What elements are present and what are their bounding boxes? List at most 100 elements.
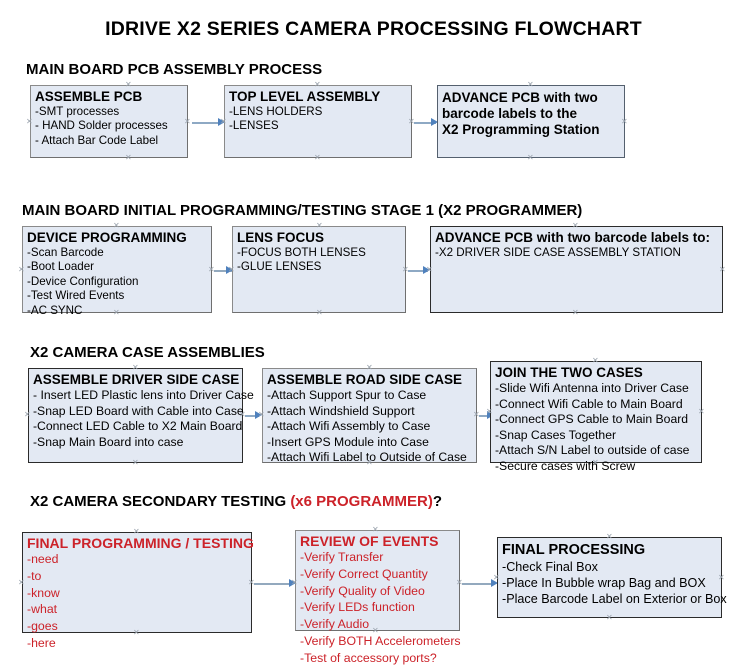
box-line: -Verify Transfer bbox=[300, 550, 384, 564]
box-line: -Place Barcode Label on Exterior or Box bbox=[502, 592, 727, 606]
connector-final-programming-to-review-of-events bbox=[254, 583, 292, 585]
section-heading-tail: ? bbox=[432, 493, 442, 510]
box-line: -Attach Windshield Support bbox=[267, 403, 415, 418]
box-line: -Connect Wifi Cable to Main Board bbox=[495, 396, 683, 411]
connector-driver-case-to-road-case bbox=[245, 415, 259, 417]
handle-tick: ✕ bbox=[291, 578, 298, 587]
box-line: -Attach Support Spur to Case bbox=[267, 388, 427, 402]
box-line: - Insert LED Plastic lens into Driver Ca… bbox=[33, 388, 254, 402]
box-final-programming-testing[interactable]: FINAL PROGRAMMING / TESTING -need -to -k… bbox=[22, 532, 254, 650]
handle-tick: ✕ bbox=[314, 80, 321, 89]
handle-tick: ✕ bbox=[18, 578, 25, 587]
box-title: ADVANCE PCB with two bbox=[442, 90, 598, 105]
handle-tick: ✕ bbox=[408, 117, 415, 126]
box-title: ASSEMBLE PCB bbox=[35, 89, 143, 104]
handle-tick: ✕ bbox=[402, 265, 409, 274]
box-line: -Verify Quality of Video bbox=[300, 583, 425, 598]
connector-arrowhead bbox=[423, 266, 430, 274]
box-title: ASSEMBLE DRIVER SIDE CASE bbox=[33, 372, 240, 387]
connector-device-programming-to-lens-focus bbox=[214, 270, 232, 272]
handle-tick: ✕ bbox=[592, 458, 599, 467]
handle-tick: ✕ bbox=[228, 265, 235, 274]
handle-tick: ✕ bbox=[366, 363, 373, 372]
box-line: -know bbox=[27, 585, 60, 600]
box-line: -Attach Wifi Label to Outside of Case bbox=[267, 450, 467, 465]
handle-tick: ✕ bbox=[258, 410, 265, 419]
box-line: -Secure cases with Screw bbox=[495, 458, 636, 473]
handle-tick: ✕ bbox=[113, 308, 120, 317]
box-line: -Connect LED Cable to X2 Main Board bbox=[33, 419, 243, 434]
handle-tick: ✕ bbox=[220, 117, 227, 126]
connector-arrowhead bbox=[289, 579, 296, 587]
box-title: FINAL PROCESSING bbox=[502, 542, 646, 558]
box-line: -Boot Loader bbox=[27, 260, 95, 274]
box-line: -SMT processes bbox=[35, 105, 120, 118]
box-device-programming[interactable]: DEVICE PROGRAMMING -Scan Barcode -Boot L… bbox=[22, 226, 212, 317]
box-title: TOP LEVEL ASSEMBLY bbox=[229, 89, 381, 104]
connector-review-of-events-to-final-processing bbox=[462, 583, 494, 585]
handle-tick: ✕ bbox=[133, 628, 140, 637]
handle-tick: ✕ bbox=[314, 153, 321, 162]
box-line: -Insert GPS Module into Case bbox=[267, 434, 429, 449]
box-title: LENS FOCUS bbox=[237, 230, 325, 245]
handle-tick: ✕ bbox=[366, 458, 373, 467]
connector-lens-focus-to-advance-pcb bbox=[408, 270, 428, 272]
connector-arrowhead bbox=[491, 579, 498, 587]
box-line: -Test Wired Events bbox=[27, 289, 125, 303]
box-final-processing[interactable]: FINAL PROCESSING -Check Final Box -Place… bbox=[497, 537, 727, 618]
handle-tick: ✕ bbox=[698, 407, 705, 416]
handle-tick: ✕ bbox=[24, 410, 31, 419]
box-line: X2 Programming Station bbox=[442, 122, 600, 137]
handle-tick: ✕ bbox=[248, 578, 255, 587]
box-assemble-driver-side-case[interactable]: ASSEMBLE DRIVER SIDE CASE - Insert LED P… bbox=[28, 368, 254, 463]
section-heading-text: MAIN BOARD PCB ASSEMBLY PROCESS bbox=[26, 61, 323, 78]
box-line: -LENS HOLDERS bbox=[229, 105, 323, 118]
box-review-of-events[interactable]: REVIEW OF EVENTS -Verify Transfer -Verif… bbox=[295, 530, 461, 665]
box-line: -LENSES bbox=[229, 119, 279, 133]
connector-top-level-assembly-to-advance-pcb bbox=[414, 122, 436, 124]
handle-tick: ✕ bbox=[718, 573, 725, 582]
box-line: -need bbox=[27, 552, 59, 566]
box-line: -Check Final Box bbox=[502, 560, 598, 574]
section-heading-accent: (x6 PROGRAMMER) bbox=[290, 493, 433, 510]
connector-assemble-pcb-to-top-level-assembly bbox=[192, 122, 220, 124]
box-join-the-two-cases[interactable]: JOIN THE TWO CASES -Slide Wifi Antenna i… bbox=[490, 361, 702, 473]
section-heading-x2-camera-case-assemblies: X2 CAMERA CASE ASSEMBLIES bbox=[30, 344, 265, 361]
box-title: FINAL PROGRAMMING / TESTING bbox=[27, 535, 254, 551]
box-title: ADVANCE PCB with two barcode labels to: bbox=[435, 230, 711, 245]
box-line: - HAND Solder processes bbox=[35, 119, 168, 133]
connector-arrowhead bbox=[226, 266, 233, 274]
handle-tick: ✕ bbox=[113, 221, 120, 230]
box-line: -Scan Barcode bbox=[27, 246, 104, 259]
handle-tick: ✕ bbox=[372, 626, 379, 635]
handle-tick: ✕ bbox=[18, 265, 25, 274]
box-assemble-road-side-case[interactable]: ASSEMBLE ROAD SIDE CASE -Attach Support … bbox=[262, 368, 477, 465]
section-heading-main-board-pcb-assembly-process: MAIN BOARD PCB ASSEMBLY PROCESS bbox=[26, 61, 322, 78]
handle-tick: ✕ bbox=[184, 117, 191, 126]
box-top-level-assembly[interactable]: TOP LEVEL ASSEMBLY -LENS HOLDERS -LENSES bbox=[224, 85, 412, 158]
box-assemble-pcb[interactable]: ASSEMBLE PCB -SMT processes - HAND Solde… bbox=[30, 85, 188, 158]
handle-tick: ✕ bbox=[316, 308, 323, 317]
section-heading-main-board-initial-programming: MAIN BOARD INITIAL PROGRAMMING/TESTING S… bbox=[22, 202, 582, 219]
box-line: -Snap Cases Together bbox=[495, 427, 617, 442]
box-line: -what bbox=[27, 602, 58, 617]
handle-tick: ✕ bbox=[132, 458, 139, 467]
handle-tick: ✕ bbox=[473, 410, 480, 419]
box-title: REVIEW OF EVENTS bbox=[300, 533, 439, 549]
box-advance-pcb-to-driver-side-case[interactable]: ADVANCE PCB with two barcode labels to: … bbox=[430, 226, 723, 313]
handle-tick: ✕ bbox=[621, 117, 628, 126]
box-line: - Attach Bar Code Label bbox=[35, 133, 159, 147]
box-lens-focus[interactable]: LENS FOCUS -FOCUS BOTH LENSES -GLUE LENS… bbox=[232, 226, 406, 313]
box-line: -GLUE LENSES bbox=[237, 260, 322, 274]
connector-arrowhead bbox=[218, 118, 225, 126]
handle-tick: ✕ bbox=[572, 308, 579, 317]
handle-tick: ✕ bbox=[486, 407, 493, 416]
connector-arrowhead bbox=[255, 411, 262, 419]
box-line: -Verify Correct Quantity bbox=[300, 566, 428, 581]
box-title: ASSEMBLE ROAD SIDE CASE bbox=[267, 372, 463, 387]
connector-arrowhead bbox=[431, 118, 438, 126]
box-advance-pcb-to-programming-station[interactable]: ADVANCE PCB with two barcode labels to t… bbox=[437, 85, 625, 158]
box-line: -Verify BOTH Accelerometers bbox=[300, 633, 461, 648]
connector-road-case-to-join-cases bbox=[479, 415, 491, 417]
